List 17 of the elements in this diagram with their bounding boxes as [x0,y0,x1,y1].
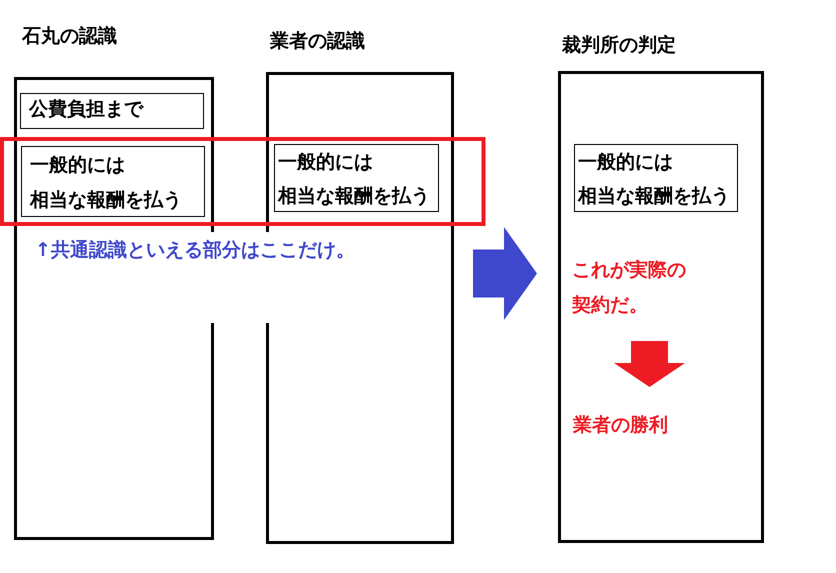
result-text: 業者の勝利 [573,414,668,436]
column-heading: 業者の認識 [270,30,365,52]
block-arrow [473,227,537,320]
column-heading: 石丸の認識 [22,25,117,47]
statement-box [21,146,205,217]
statement-box [274,144,439,212]
statement-box [574,144,738,212]
annotation-text: ↑共通認識といえる部分はここだけ。 [35,239,355,261]
statement-text: 一般的には相当な報酬を払う [578,150,730,209]
block-arrow [614,341,685,387]
statement-text: 公費負担まで [29,97,143,122]
column-heading: 裁判所の判定 [562,34,676,56]
statement-text: 一般的には相当な報酬を払う [278,150,430,209]
statement-box [20,93,204,129]
conclusion-text: これが実際の契約だ。 [572,253,686,323]
column-frame [558,34,764,543]
statement-text: 一般的には相当な報酬を払う [30,153,182,213]
